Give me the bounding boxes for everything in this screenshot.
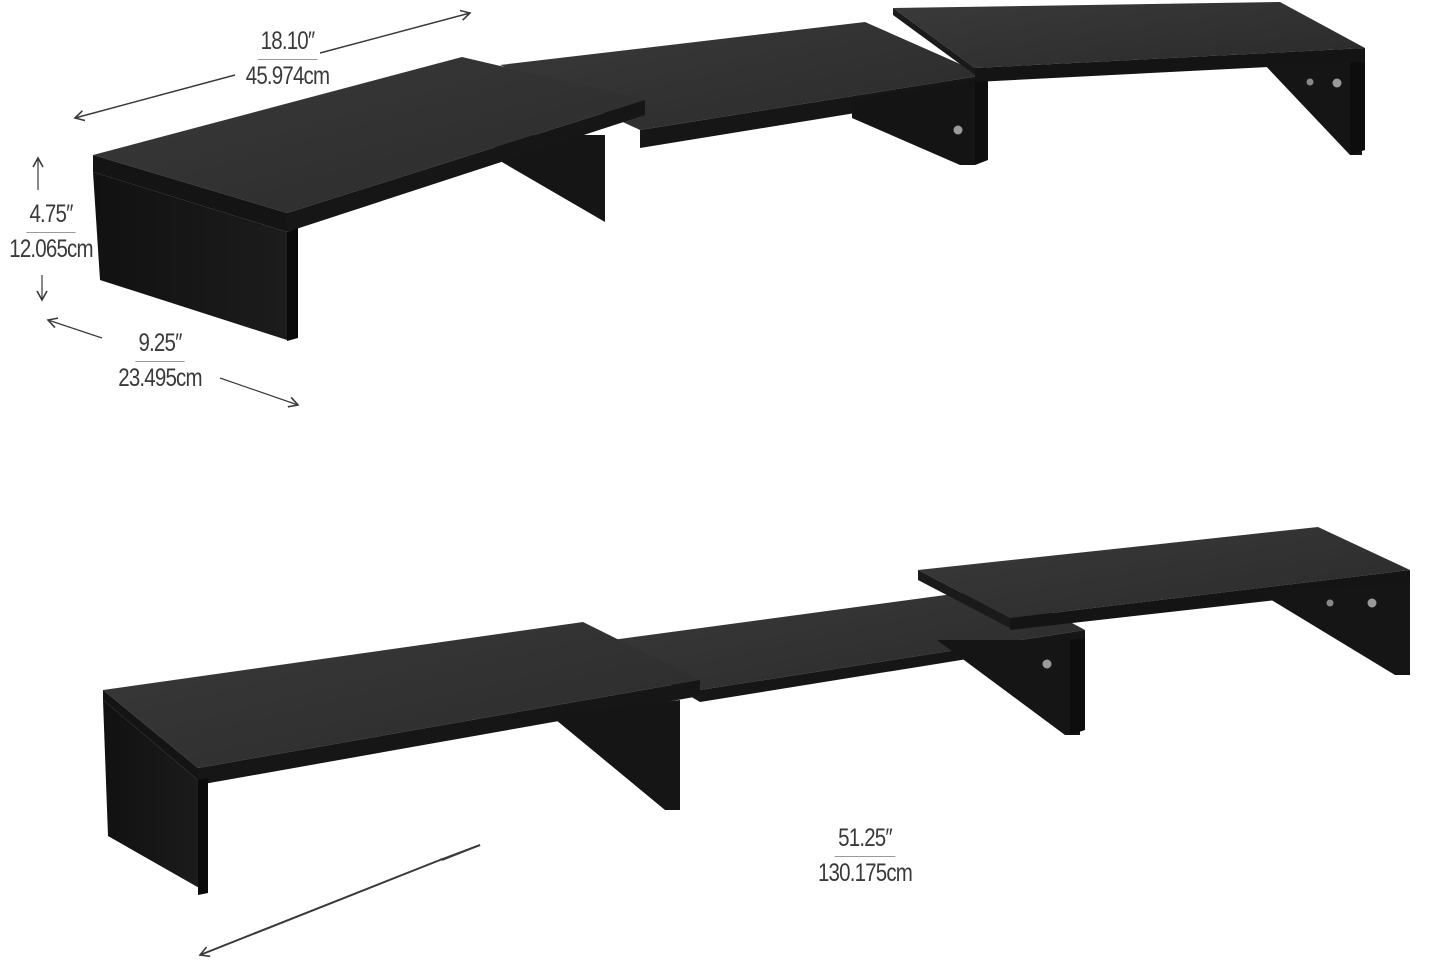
right-shelf — [893, 2, 1365, 155]
height-metric: 12.065cm — [9, 235, 93, 263]
screw-icon — [1042, 659, 1052, 669]
screw-icon — [1326, 599, 1334, 607]
total-length-imperial: 51.25″ — [834, 823, 896, 857]
height-label: 4.75″ 12.065cm — [6, 199, 96, 265]
spacer9 — [480, 845, 810, 860]
shelf-length-arrow-right — [319, 9, 472, 54]
shelf-length-metric: 45.974cm — [245, 62, 330, 90]
total-length-arrow-join — [439, 858, 443, 861]
screw-icon — [953, 125, 963, 135]
angled-stand — [93, 2, 1365, 341]
right-shelf-straight — [918, 527, 1410, 675]
shelf-length-label: 18.10″ 45.974cm — [236, 26, 339, 92]
shelf-length-arrow-left — [73, 74, 236, 122]
total-length-arrow-seg — [441, 844, 481, 861]
dimension-arrows-top — [32, 9, 472, 408]
left-shelf — [93, 57, 645, 341]
left-shelf-straight — [103, 622, 700, 895]
depth-arrow-left — [46, 317, 103, 339]
screw-icon — [1306, 78, 1314, 86]
spacer — [440, 858, 800, 860]
depth-arrow-right — [219, 377, 300, 408]
screw-icon — [1367, 598, 1377, 608]
depth-label: 9.25″ 23.495cm — [111, 328, 209, 394]
height-imperial: 4.75″ — [26, 199, 76, 233]
shelf-length-imperial: 18.10″ — [257, 26, 318, 60]
depth-imperial: 9.25″ — [135, 328, 185, 362]
straight-stand — [103, 527, 1410, 895]
depth-metric: 23.495cm — [118, 364, 202, 392]
total-length-metric: 130.175cm — [817, 859, 913, 887]
dimension-arrows-bottom — [198, 844, 810, 958]
total-length-arrow-left — [198, 859, 441, 958]
total-length-label: 51.25″ 130.175cm — [812, 823, 919, 889]
screw-icon — [1332, 78, 1342, 88]
